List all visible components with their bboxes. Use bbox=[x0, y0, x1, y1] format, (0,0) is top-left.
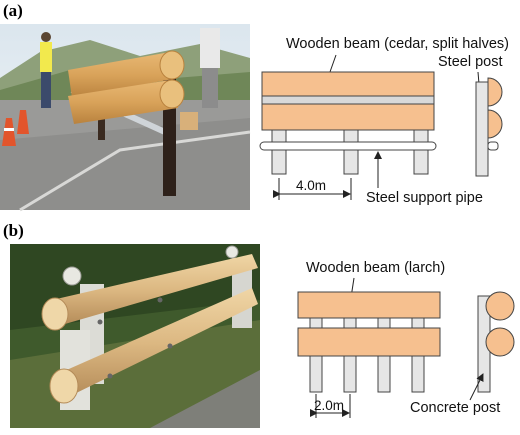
wooden-beam-larch-label: Wooden beam (larch) bbox=[306, 260, 445, 276]
concrete-post-4 bbox=[411, 355, 425, 393]
steel-support-pipe bbox=[259, 141, 437, 151]
steel-post-2 bbox=[343, 129, 359, 175]
side-steel-post bbox=[475, 81, 489, 177]
photo-a bbox=[0, 24, 251, 212]
panel-a: (a) bbox=[0, 1, 509, 212]
panel-b: (b) Wooden beam (larch) bbox=[3, 221, 515, 428]
spacing-label-b: 2.0m bbox=[314, 398, 344, 413]
larch-beam-lower bbox=[297, 327, 441, 357]
concrete-post-label: Concrete post bbox=[410, 400, 500, 416]
concrete-post-leader bbox=[469, 373, 484, 401]
side-larch-lower bbox=[485, 327, 515, 357]
larch-beam-upper bbox=[297, 291, 441, 319]
concrete-post-3 bbox=[377, 355, 391, 393]
steel-post-label: Steel post bbox=[438, 54, 503, 70]
steel-post-3 bbox=[413, 129, 429, 175]
wooden-beam-cedar-label: Wooden beam (cedar, split halves) bbox=[286, 36, 509, 52]
photo-b bbox=[10, 244, 260, 428]
beam-spacer bbox=[261, 95, 435, 105]
side-beam-upper bbox=[487, 77, 503, 107]
side-larch-upper bbox=[485, 291, 515, 321]
steel-support-pipe-label: Steel support pipe bbox=[366, 190, 483, 206]
steel-post-1 bbox=[271, 129, 287, 175]
spacing-label-a: 4.0m bbox=[296, 178, 326, 193]
diagram-b: Wooden beam (larch) 2.0m Concrete post bbox=[297, 260, 515, 418]
side-pipe bbox=[487, 141, 499, 151]
panel-a-label: (a) bbox=[3, 1, 23, 20]
diagram-a: Wooden beam (cedar, split halves) 4.0m S… bbox=[259, 36, 509, 206]
concrete-post-1 bbox=[309, 355, 323, 393]
concrete-post-2 bbox=[343, 355, 357, 393]
beam-lower bbox=[261, 103, 435, 131]
panel-b-label: (b) bbox=[3, 221, 24, 240]
beam-upper bbox=[261, 71, 435, 97]
side-beam-lower bbox=[487, 109, 503, 139]
